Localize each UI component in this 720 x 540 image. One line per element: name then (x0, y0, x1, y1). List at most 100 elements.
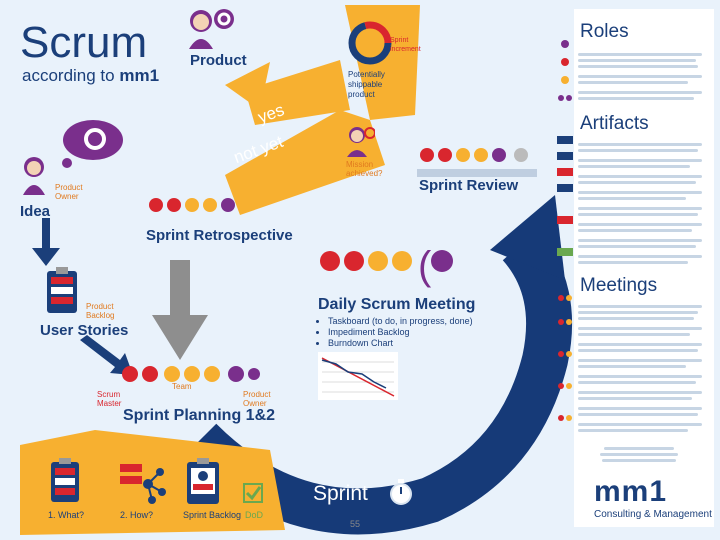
meetings-text-13 (578, 397, 692, 400)
artifacts-text-13 (578, 239, 702, 242)
subtitle-text: according to (22, 66, 120, 85)
roles-text-3 (578, 65, 698, 68)
scrum-master-label: Scrum Master (97, 390, 122, 408)
mission-achieved-label: Mission achieved? (346, 160, 383, 178)
sprint-retrospective-label: Sprint Retrospective (146, 227, 293, 244)
idea-to-backlog-arrow (32, 218, 60, 266)
how-network-icon (120, 464, 166, 504)
product-backlog-label: Product Backlog (86, 302, 115, 320)
clipboard-icon (47, 267, 77, 313)
right-panel: Roles Artifacts Meetings (574, 9, 714, 527)
planning-people-icon (122, 366, 260, 382)
dod-label: DoD (245, 510, 264, 520)
bullet-burndown: Burndown Chart (328, 338, 473, 349)
meetings-text-3 (578, 317, 694, 320)
footer-text-1 (604, 447, 674, 450)
artifacts-text-5 (578, 175, 702, 178)
sprint-label: Sprint (313, 482, 368, 505)
bullet-taskboard: Taskboard (to do, in progress, done) (328, 316, 473, 327)
meetings-text-2 (578, 311, 698, 314)
roles-text-4 (578, 75, 702, 78)
bullet-impediment: Impediment Backlog (328, 327, 473, 338)
artifacts-text-16 (578, 261, 688, 264)
artifacts-text-6 (578, 181, 696, 184)
brand-logo: mm1 (594, 475, 668, 508)
meetings-text-8 (578, 359, 702, 362)
artifacts-text-7 (578, 191, 702, 194)
retrospective-people-icon (149, 198, 235, 212)
reviewer-icon (347, 127, 375, 157)
daily-scrum-bullets: Taskboard (to do, in progress, done) Imp… (318, 316, 473, 349)
meetings-text-14 (578, 407, 702, 410)
ring-icon (348, 21, 392, 65)
idea-owner-label: Product Owner (55, 183, 83, 201)
what-clipboard-icon (51, 458, 79, 502)
sprint-increment-label: Sprint increment (390, 37, 421, 53)
meetings-text-15 (578, 413, 698, 416)
meetings-text-10 (578, 375, 702, 378)
meetings-text-12 (578, 391, 702, 394)
review-people-icon (417, 148, 537, 177)
meetings-text-11 (578, 381, 696, 384)
roles-text-2 (578, 59, 696, 62)
checkmark-icon (243, 483, 263, 503)
burndown-chart-icon (318, 352, 398, 400)
meetings-text-4 (578, 327, 702, 330)
artifacts-text-10 (578, 213, 698, 216)
stopwatch-icon (390, 479, 412, 505)
meetings-text-7 (578, 349, 698, 352)
meetings-text-16 (578, 423, 702, 426)
product-label: Product (190, 52, 247, 69)
right-panel-icons (557, 40, 573, 421)
roles-text-5 (578, 81, 688, 84)
brand-tagline: Consulting & Management (594, 509, 712, 520)
person-icon (23, 157, 45, 195)
page-title: Scrum (20, 18, 148, 67)
sprint-planning-label: Sprint Planning 1&2 (123, 407, 276, 424)
product-owner-icon (189, 9, 234, 49)
roles-text-6 (578, 91, 702, 94)
artifacts-text-11 (578, 223, 702, 226)
backlog-to-planning-arrow (80, 335, 133, 375)
artifacts-text-15 (578, 255, 702, 258)
daily-scrum-people-icon: ( (320, 247, 453, 288)
artifacts-text-3 (578, 159, 702, 162)
thought-bubble-icon (62, 120, 123, 168)
footer-text-2 (600, 453, 678, 456)
roles-text-7 (578, 97, 694, 100)
artifacts-text-12 (578, 229, 692, 232)
meetings-heading: Meetings (580, 275, 658, 296)
review-feedback-arrows (225, 5, 420, 215)
artifacts-text-1 (578, 143, 702, 146)
sprint-backlog-icon (187, 458, 219, 504)
sprint-backlog-label: Sprint Backlog (183, 510, 242, 520)
footer-text-3 (602, 459, 676, 462)
artifacts-heading: Artifacts (580, 113, 649, 134)
artifacts-text-9 (578, 207, 702, 210)
meetings-text-5 (578, 333, 690, 336)
what-label: 1. What? (48, 510, 85, 520)
svg-text:(: ( (418, 247, 432, 288)
sprint-review-label: Sprint Review (419, 177, 519, 194)
subtitle-brand: mm1 (119, 66, 160, 85)
artifacts-text-2 (578, 149, 698, 152)
meetings-text-17 (578, 429, 688, 432)
meetings-text-9 (578, 365, 686, 368)
how-label: 2. How? (120, 510, 154, 520)
roles-heading: Roles (580, 21, 629, 42)
user-stories-label: User Stories (40, 322, 129, 339)
team-label: Team (172, 382, 192, 391)
artifacts-text-14 (578, 245, 696, 248)
planning-owner-label: Product Owner (243, 390, 271, 408)
artifacts-text-8 (578, 197, 686, 200)
potentially-shippable-label: Potentially shippable product (348, 70, 385, 99)
roles-text-1 (578, 53, 702, 56)
retrospective-arrow (152, 260, 208, 360)
page-subtitle: according to mm1 (22, 66, 159, 86)
meetings-text-6 (578, 343, 702, 346)
daily-scrum-label: Daily Scrum Meeting (318, 296, 476, 313)
artifacts-text-4 (578, 165, 690, 168)
page-number: 55 (350, 519, 361, 529)
